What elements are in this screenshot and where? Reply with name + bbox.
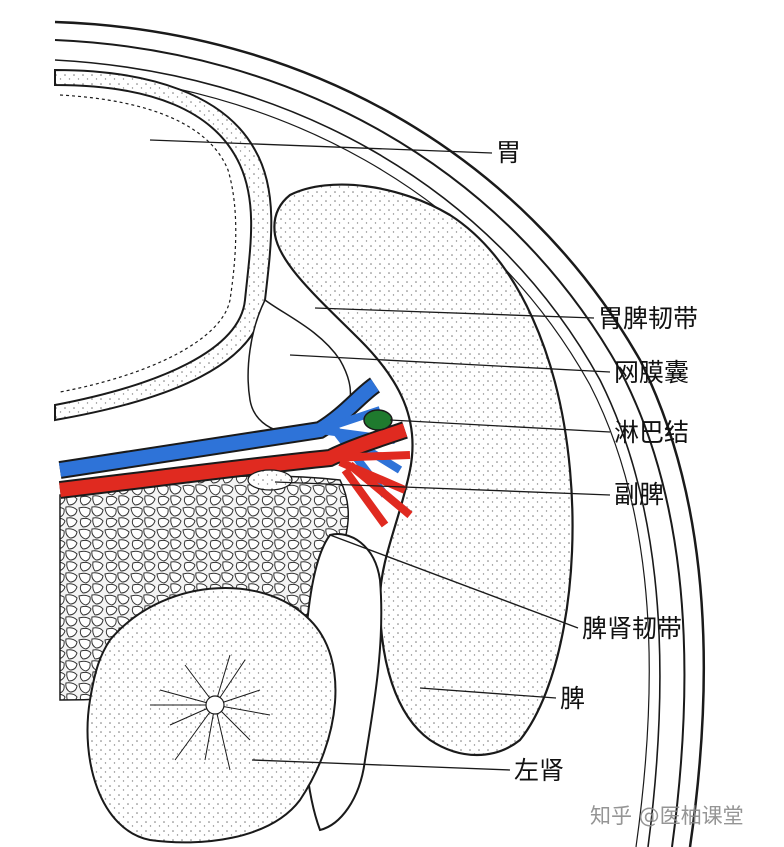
kidney-medulla-lines [150, 654, 271, 771]
leader-lines [149, 139, 611, 771]
label-left-kidney: 左肾 [514, 756, 565, 785]
left-kidney-shape [86, 586, 337, 844]
body-wall-layers [54, 20, 706, 847]
label-lymph-node: 淋巴结 [614, 418, 690, 447]
lymph-node-shape [363, 409, 393, 431]
label-spleen: 脾 [560, 684, 586, 713]
stomach-wall [54, 68, 273, 422]
splenic-vein [58, 377, 403, 498]
label-stomach: 胃 [496, 138, 522, 167]
splenic-artery [58, 421, 413, 528]
spleen-shape [273, 183, 574, 756]
watermark: 知乎 @医柚课堂 [590, 804, 744, 828]
label-splenorenal-ligament: 脾肾韧带 [582, 614, 683, 643]
label-gastrosplenic-ligament: 胃脾韧带 [598, 304, 699, 333]
label-omental-bursa: 网膜囊 [614, 358, 690, 387]
accessory-spleen-shape [247, 469, 293, 491]
label-accessory-spleen: 副脾 [614, 480, 665, 509]
